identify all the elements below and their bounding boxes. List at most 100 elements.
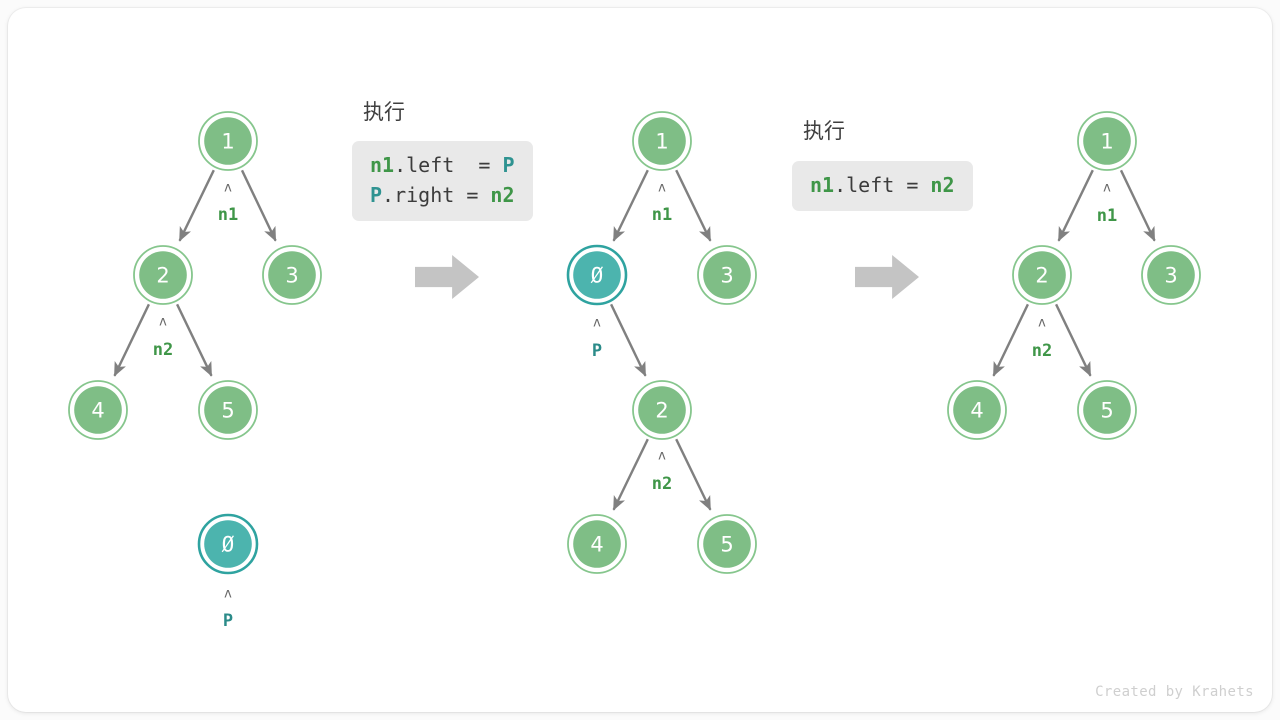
node-value: 4 <box>590 533 603 557</box>
pointer-label-group: ʌP <box>592 316 602 362</box>
caret-icon: ʌ <box>658 449 666 464</box>
code-token: n2 <box>930 173 955 197</box>
tree-node[interactable]: 3 <box>262 245 322 305</box>
tree-edge <box>1119 169 1156 242</box>
node-outer-ring <box>697 514 757 574</box>
node-circle <box>573 251 621 299</box>
node-outer-ring <box>632 380 692 440</box>
node-value: 1 <box>221 130 234 154</box>
step-arrows-layer <box>415 255 919 299</box>
caret-icon: ʌ <box>159 315 167 330</box>
tree-edge <box>612 438 649 511</box>
pointer-label-group: ʌn1 <box>652 181 672 226</box>
node-outer-ring <box>566 244 628 306</box>
code-token: n1 <box>810 173 835 197</box>
caret-icon: ʌ <box>224 181 232 196</box>
node-circle <box>638 386 686 434</box>
pointer-label: n2 <box>652 474 672 494</box>
node-value: Ø <box>591 264 604 288</box>
code-token: P <box>502 153 515 177</box>
code-token: n2 <box>490 183 515 207</box>
tree-edge <box>240 169 277 242</box>
tree-edge <box>178 169 215 242</box>
code-token: n1 <box>370 153 395 177</box>
node-outer-ring <box>198 111 258 171</box>
node-outer-ring <box>697 245 757 305</box>
tree-node[interactable]: 2 <box>133 245 193 305</box>
pointer-label-group: ʌn2 <box>1032 316 1052 362</box>
node-circle <box>573 520 621 568</box>
code-line: n1.left = n2 <box>810 170 955 200</box>
pointer-label: n2 <box>1032 341 1052 361</box>
node-circle <box>638 117 686 165</box>
pointer-label: n1 <box>1097 206 1117 226</box>
node-circle <box>139 251 187 299</box>
pointer-label-group: ʌ n2 <box>652 449 672 495</box>
tree-node[interactable]: 5 <box>697 514 757 574</box>
step-transition-arrow-icon <box>415 255 479 299</box>
pointer-label-group: ʌ n2 <box>153 315 173 361</box>
tree-node[interactable]: 4 <box>567 514 627 574</box>
tree-node[interactable]: 5 <box>1077 380 1137 440</box>
tree-node[interactable]: 4 <box>68 380 128 440</box>
tree-node[interactable]: 1 <box>198 111 258 171</box>
node-circle <box>1018 251 1066 299</box>
code-token: .left = <box>834 173 931 197</box>
node-outer-ring <box>632 111 692 171</box>
node-outer-ring <box>1012 245 1072 305</box>
tree-node[interactable]: 2 <box>632 380 692 440</box>
tree-edge <box>992 303 1029 377</box>
caret-icon: ʌ <box>658 181 666 196</box>
tree-edge <box>675 169 712 242</box>
code-line: n1.left = P <box>370 150 515 180</box>
node-circle <box>703 251 751 299</box>
node-outer-ring <box>133 245 193 305</box>
node-circle <box>1083 386 1131 434</box>
tree-node[interactable]: 4 <box>947 380 1007 440</box>
tree-edge <box>612 169 649 242</box>
node-value: 4 <box>91 399 104 423</box>
code-token: .left = <box>394 153 503 177</box>
node-value: 5 <box>720 533 733 557</box>
node-value: Ø <box>222 533 235 557</box>
node-value: 2 <box>1035 264 1048 288</box>
tree-edge <box>1057 169 1094 242</box>
tree-node[interactable]: 2 <box>1012 245 1072 305</box>
node-circle <box>703 520 751 568</box>
tree-edges-layer <box>113 169 1156 511</box>
tree-node[interactable]: 5 <box>198 380 258 440</box>
code-token: .right = <box>382 183 491 207</box>
node-value: 5 <box>1100 399 1113 423</box>
node-value: 3 <box>285 264 298 288</box>
watermark-credit: Created by Krahets <box>1095 684 1254 700</box>
node-outer-ring <box>567 514 627 574</box>
code-line: P.right = n2 <box>370 180 515 210</box>
node-circle <box>1083 117 1131 165</box>
tree-node[interactable]: Ø <box>197 513 259 575</box>
caret-icon: ʌ <box>1103 181 1111 196</box>
tree-node[interactable]: 1 <box>1077 111 1137 171</box>
node-value: 1 <box>655 130 668 154</box>
tree-node[interactable]: 1 <box>632 111 692 171</box>
tree-edge <box>675 438 712 511</box>
node-circle <box>74 386 122 434</box>
pointer-label-group: ʌn1 <box>218 181 238 226</box>
node-value: 1 <box>1100 130 1113 154</box>
node-value: 5 <box>221 399 234 423</box>
tree-node[interactable]: Ø <box>566 244 628 306</box>
tree-node[interactable]: 3 <box>697 245 757 305</box>
node-value: 2 <box>156 264 169 288</box>
caret-icon: ʌ <box>593 316 601 331</box>
node-circle <box>268 251 316 299</box>
tree-node[interactable]: 3 <box>1141 245 1201 305</box>
tree-edge <box>176 303 213 377</box>
pointer-label: n2 <box>153 340 173 360</box>
tree-edge <box>610 303 647 377</box>
step-heading: 执行 <box>803 119 845 143</box>
pointer-label: P <box>592 341 602 361</box>
node-outer-ring <box>198 380 258 440</box>
node-value: 3 <box>720 264 733 288</box>
